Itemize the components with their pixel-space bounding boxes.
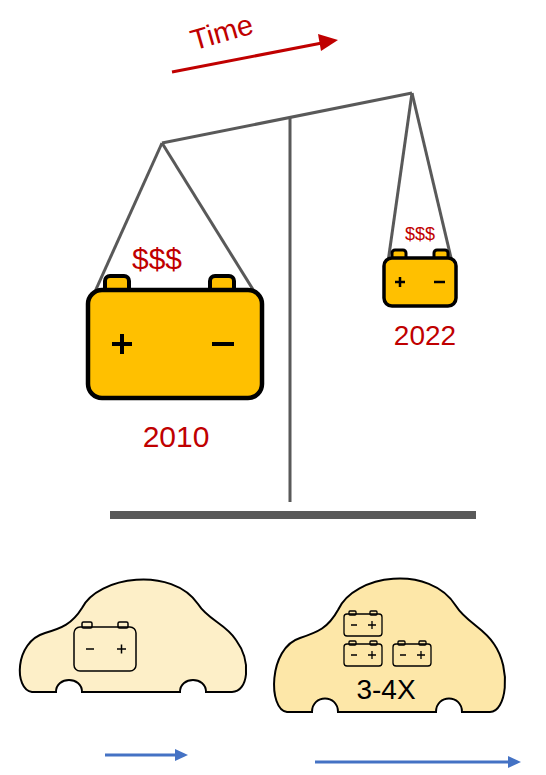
car-body	[20, 579, 246, 692]
scale-base	[110, 511, 476, 519]
arrow-head	[175, 749, 188, 761]
range-arrow	[315, 761, 508, 764]
car-body	[274, 579, 505, 712]
scale-pole	[289, 117, 292, 502]
battery-icon	[344, 641, 382, 666]
range-arrow	[105, 754, 176, 757]
cost-label: $$$	[405, 225, 435, 245]
battery-icon	[74, 622, 136, 671]
scale-beam	[162, 93, 412, 143]
arrow-head	[318, 34, 338, 51]
multiplier-label: 3-4X	[356, 675, 415, 706]
battery-icon	[344, 611, 382, 636]
arrow-head	[508, 756, 521, 768]
cost-label: $$$	[132, 242, 182, 275]
year-label: 2010	[143, 420, 210, 453]
axis-label: Time	[187, 9, 257, 57]
battery-icon	[393, 641, 431, 666]
year-label: 2022	[394, 321, 456, 352]
battery-2010	[88, 276, 262, 398]
battery-2022	[384, 250, 456, 306]
